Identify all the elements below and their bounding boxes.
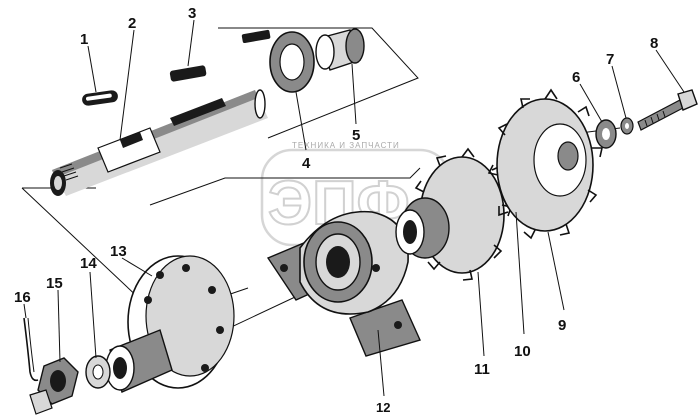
callout-1: 1 bbox=[80, 31, 88, 48]
leader-14 bbox=[89, 271, 97, 359]
guide-line-mid bbox=[149, 167, 421, 206]
leader-10 bbox=[515, 211, 525, 335]
callout-2: 2 bbox=[128, 15, 136, 32]
leader-9 bbox=[547, 231, 565, 311]
callout-10: 10 bbox=[514, 343, 531, 360]
callout-14: 14 bbox=[80, 255, 97, 272]
shaft bbox=[50, 89, 268, 196]
leader-3 bbox=[187, 19, 195, 67]
leader-5 bbox=[351, 63, 357, 125]
leader-6 bbox=[579, 83, 603, 123]
bolt bbox=[637, 89, 698, 131]
bushing bbox=[315, 28, 365, 71]
leader-8 bbox=[655, 49, 685, 93]
leader-15 bbox=[57, 289, 61, 363]
sprocket-large bbox=[487, 88, 603, 240]
washer-large bbox=[595, 119, 617, 149]
leader-lines bbox=[23, 19, 685, 397]
leader-2 bbox=[119, 29, 135, 141]
callout-12: 12 bbox=[376, 400, 390, 415]
callout-13: 13 bbox=[110, 243, 127, 260]
callout-6: 6 bbox=[572, 69, 580, 86]
leader-11 bbox=[477, 271, 485, 357]
key-small bbox=[82, 90, 118, 106]
leader-4 bbox=[295, 91, 307, 151]
washer-small bbox=[620, 117, 634, 135]
sprocket-small bbox=[395, 147, 513, 281]
leader-13 bbox=[121, 257, 153, 277]
leader-7 bbox=[611, 65, 627, 119]
callout-3: 3 bbox=[188, 5, 196, 22]
watermark-caption: ТЕХНИКА И ЗАПЧАСТИ bbox=[292, 141, 400, 150]
guide-line-upper-frame bbox=[218, 27, 419, 139]
flange bbox=[105, 255, 235, 393]
callout-11: 11 bbox=[474, 361, 490, 378]
callout-16: 16 bbox=[14, 289, 31, 306]
castle-nut bbox=[29, 357, 79, 415]
callout-15: 15 bbox=[46, 275, 63, 292]
leader-16 bbox=[23, 303, 27, 319]
leader-12 bbox=[377, 329, 385, 397]
callouts: 1 2 3 4 5 6 7 8 9 10 11 12 13 14 15 16 bbox=[14, 5, 658, 415]
key-long bbox=[169, 29, 271, 82]
callout-9: 9 bbox=[558, 317, 566, 334]
spacer-ring bbox=[269, 31, 315, 93]
callout-5: 5 bbox=[352, 127, 360, 144]
leader-1 bbox=[87, 45, 97, 93]
callout-7: 7 bbox=[606, 51, 614, 68]
bearing-housing bbox=[266, 210, 421, 357]
callout-4: 4 bbox=[302, 155, 311, 172]
callout-8: 8 bbox=[650, 35, 658, 52]
washer-flat bbox=[85, 355, 111, 389]
cotter-pin bbox=[23, 317, 39, 382]
